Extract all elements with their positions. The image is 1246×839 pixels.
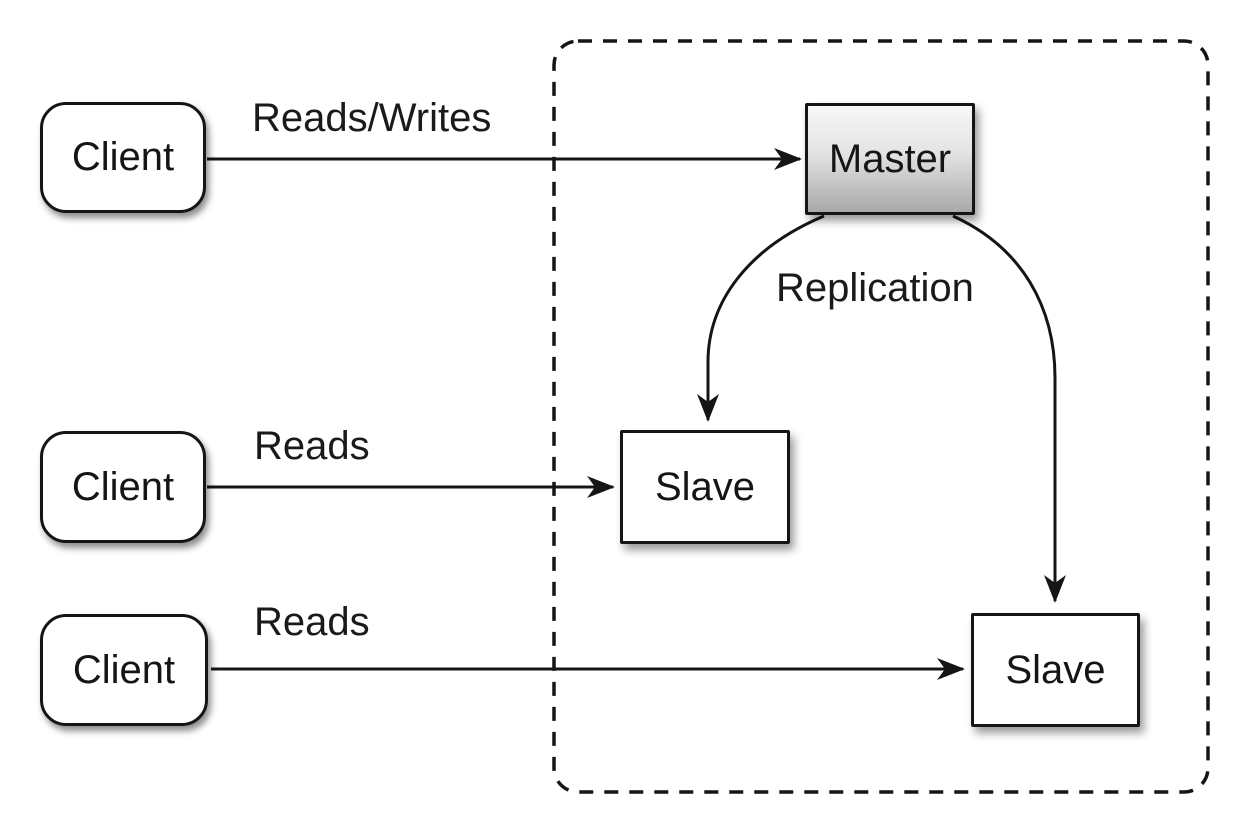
- replication-label: Replication: [776, 266, 974, 310]
- slave-node-1: Slave: [620, 430, 790, 544]
- client-node-2-label: Client: [71, 464, 175, 509]
- master-node: Master: [805, 103, 975, 215]
- slave-node-2-label: Slave: [1005, 647, 1106, 692]
- client-node-2: Client: [40, 431, 206, 543]
- client-node-1: Client: [40, 102, 206, 213]
- client-node-1-label: Client: [71, 135, 175, 179]
- client-node-3: Client: [40, 614, 208, 726]
- client-node-3-label: Client: [72, 647, 176, 692]
- reads-label-3: Reads: [254, 600, 370, 644]
- slave-node-1-label: Slave: [654, 464, 756, 509]
- slave-node-2: Slave: [971, 613, 1140, 727]
- arrow-master-to-slave1: [697, 214, 825, 422]
- reads-writes-label: Reads/Writes: [252, 96, 492, 140]
- arrow-master-to-slave2: [952, 214, 1066, 603]
- master-node-label: Master: [828, 136, 952, 181]
- reads-label-2: Reads: [254, 424, 370, 468]
- replication-cluster-boundary: [552, 39, 1210, 794]
